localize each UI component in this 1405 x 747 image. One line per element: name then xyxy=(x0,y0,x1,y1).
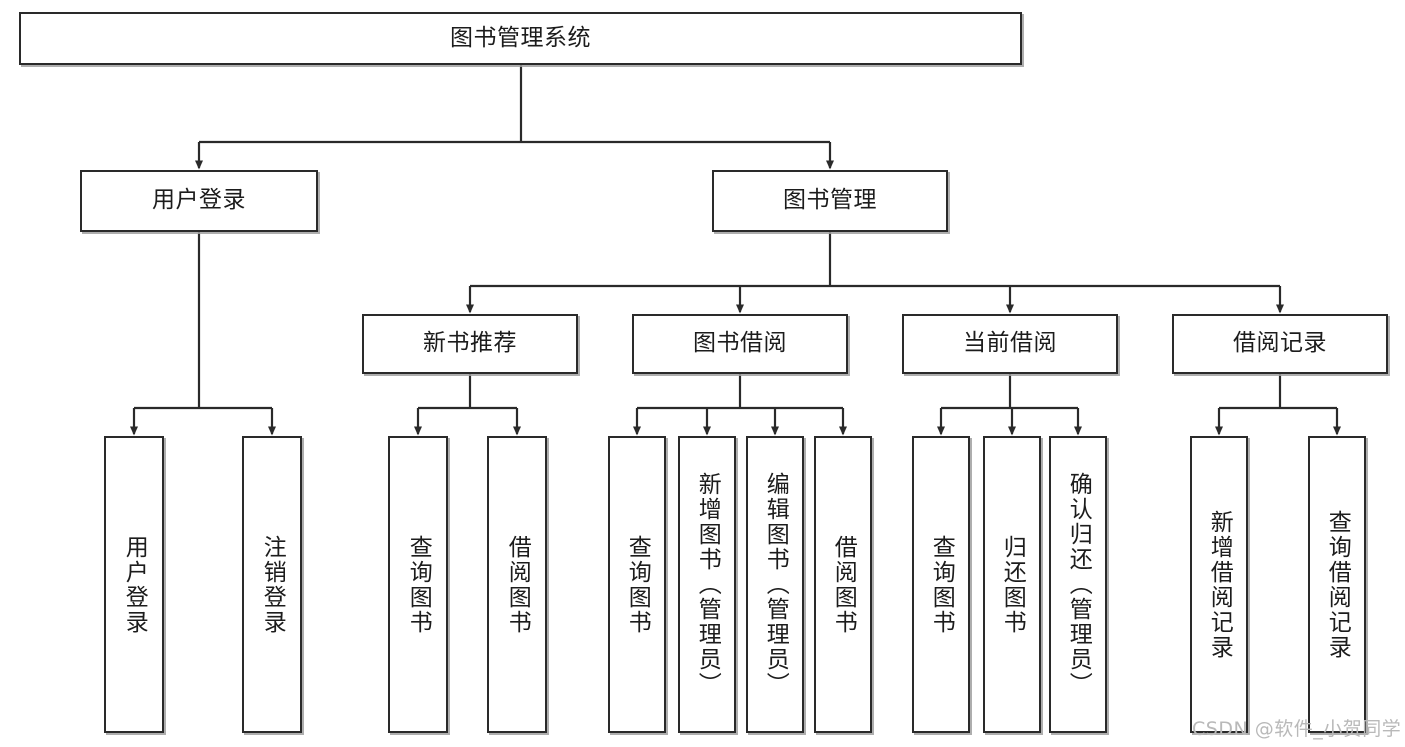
node-label: 新书推荐 xyxy=(423,330,517,357)
node-root[interactable]: 图书管理系统 xyxy=(19,12,1022,65)
node-bookmgmt[interactable]: 图书管理 xyxy=(712,170,948,232)
node-label: 查询图书 xyxy=(928,534,955,635)
node-label: 新增借阅记录 xyxy=(1206,509,1233,660)
node-leaf-2[interactable]: 注销登录 xyxy=(242,436,302,733)
node-label: 图书管理系统 xyxy=(450,24,591,51)
node-label: 归还图书 xyxy=(999,534,1026,635)
node-records[interactable]: 借阅记录 xyxy=(1172,314,1388,374)
node-label: 图书管理 xyxy=(783,187,877,214)
node-label: 编辑图书（管理员） xyxy=(762,472,789,697)
node-leaf-4[interactable]: 借阅图书 xyxy=(487,436,547,733)
node-leaf-10[interactable]: 归还图书 xyxy=(983,436,1041,733)
watermark-text: CSDN @软件_小贺同学 xyxy=(1192,718,1402,740)
node-label: 图书借阅 xyxy=(693,330,787,357)
node-leaf-7[interactable]: 编辑图书（管理员） xyxy=(746,436,804,733)
node-label: 查询借阅记录 xyxy=(1324,509,1351,660)
node-login[interactable]: 用户登录 xyxy=(80,170,318,232)
node-label: 借阅图书 xyxy=(830,534,857,635)
node-borrow[interactable]: 图书借阅 xyxy=(632,314,848,374)
node-leaf-11[interactable]: 确认归还（管理员） xyxy=(1049,436,1107,733)
node-leaf-12[interactable]: 新增借阅记录 xyxy=(1190,436,1248,733)
node-label: 用户登录 xyxy=(152,187,246,214)
node-leaf-9[interactable]: 查询图书 xyxy=(912,436,970,733)
node-label: 用户登录 xyxy=(121,534,148,635)
node-label: 借阅记录 xyxy=(1233,330,1327,357)
node-leaf-3[interactable]: 查询图书 xyxy=(388,436,448,733)
node-label: 新增图书（管理员） xyxy=(694,472,721,697)
node-label: 注销登录 xyxy=(259,534,286,635)
node-label: 借阅图书 xyxy=(504,534,531,635)
node-leaf-13[interactable]: 查询借阅记录 xyxy=(1308,436,1366,733)
node-leaf-8[interactable]: 借阅图书 xyxy=(814,436,872,733)
node-leaf-5[interactable]: 查询图书 xyxy=(608,436,666,733)
node-leaf-6[interactable]: 新增图书（管理员） xyxy=(678,436,736,733)
node-label: 确认归还（管理员） xyxy=(1065,472,1092,697)
node-label: 查询图书 xyxy=(624,534,651,635)
node-label: 查询图书 xyxy=(405,534,432,635)
node-leaf-1[interactable]: 用户登录 xyxy=(104,436,164,733)
node-current[interactable]: 当前借阅 xyxy=(902,314,1118,374)
node-label: 当前借阅 xyxy=(963,330,1057,357)
node-newbook[interactable]: 新书推荐 xyxy=(362,314,578,374)
